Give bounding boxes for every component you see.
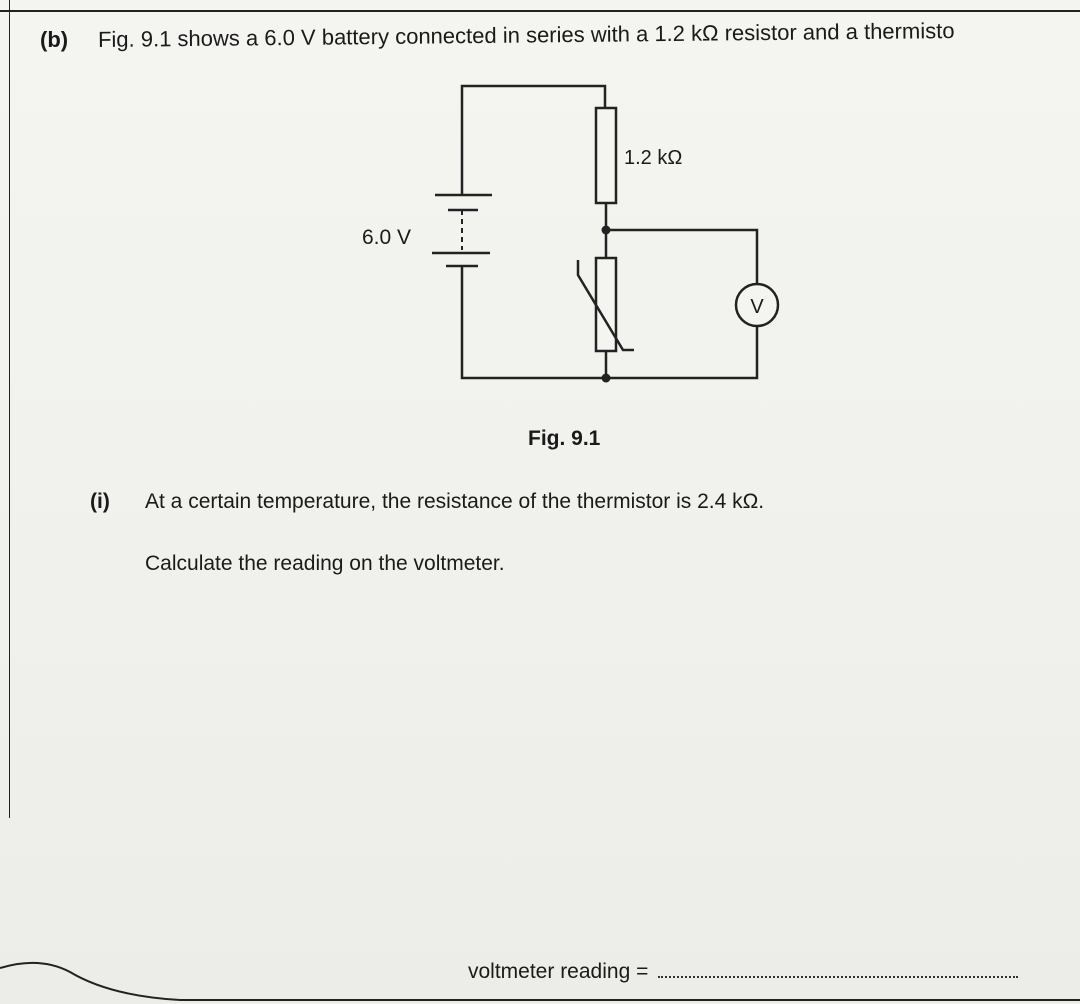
circuit-diagram: 6.0 V 1.2 kΩ V	[362, 84, 780, 383]
figure-caption: Fig. 9.1	[528, 427, 601, 450]
resistor-label: 1.2 kΩ	[624, 147, 682, 169]
battery-label: 6.0 V	[362, 226, 411, 249]
top-border-line	[0, 10, 1080, 12]
subpart-text: At a certain temperature, the resistance…	[145, 490, 765, 513]
thermistor-slash	[576, 260, 634, 352]
thermistor	[594, 256, 618, 353]
page-curl-edge	[0, 961, 1080, 1001]
left-margin-line	[9, 0, 10, 818]
answer-dotted-line[interactable]	[658, 962, 1019, 978]
junction-dot-bottom	[601, 373, 611, 383]
question-intro: Fig. 9.1 shows a 6.0 V battery connected…	[97, 18, 955, 52]
answer-line[interactable]: voltmeter reading =	[468, 960, 1019, 984]
junction-dot-top	[601, 225, 611, 235]
subpart-label: (i)	[90, 490, 110, 513]
fixed-resistor	[594, 106, 618, 205]
answer-label: voltmeter reading =	[468, 960, 649, 983]
voltmeter	[734, 282, 780, 328]
instruction-text: Calculate the reading on the voltmeter.	[145, 552, 505, 575]
voltmeter-symbol: V	[750, 296, 764, 318]
part-label: (b)	[40, 27, 69, 52]
wire-voltmeter-branch	[606, 228, 759, 285]
wire-top	[460, 84, 607, 195]
